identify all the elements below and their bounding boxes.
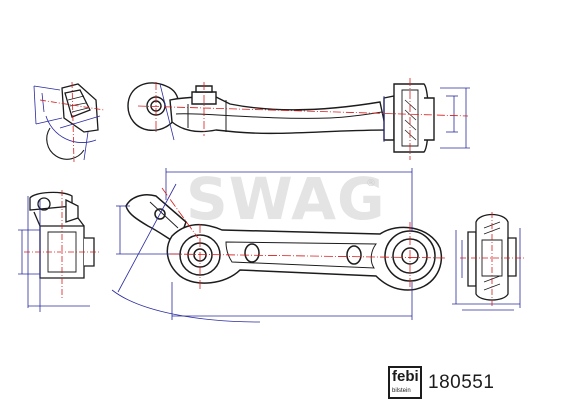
febi-logo-word: febi bbox=[392, 368, 419, 385]
top-left-centerlines bbox=[39, 81, 105, 163]
arm-side-centerlines bbox=[137, 78, 469, 160]
febi-bilstein-logo: febi bilstein bbox=[388, 366, 422, 399]
top-left-detail-view bbox=[46, 83, 99, 160]
top-left-dimensions bbox=[33, 85, 101, 161]
right-bushing-dimensions bbox=[452, 228, 521, 311]
arm-side-dimensions bbox=[159, 83, 470, 149]
left-end-centerlines bbox=[24, 190, 100, 300]
watermark-registered-mark: ® bbox=[366, 178, 376, 189]
swag-watermark: SWAG bbox=[186, 165, 386, 233]
control-arm-dimensions bbox=[111, 168, 413, 323]
part-number: 180551 bbox=[428, 372, 495, 393]
arm-side-view bbox=[127, 82, 435, 153]
febi-logo-sub: bilstein bbox=[392, 388, 411, 394]
right-bushing-centerlines bbox=[460, 212, 526, 306]
control-arm-centerlines bbox=[161, 187, 447, 292]
control-arm-top-view bbox=[125, 194, 443, 291]
right-bushing-view bbox=[467, 213, 517, 301]
